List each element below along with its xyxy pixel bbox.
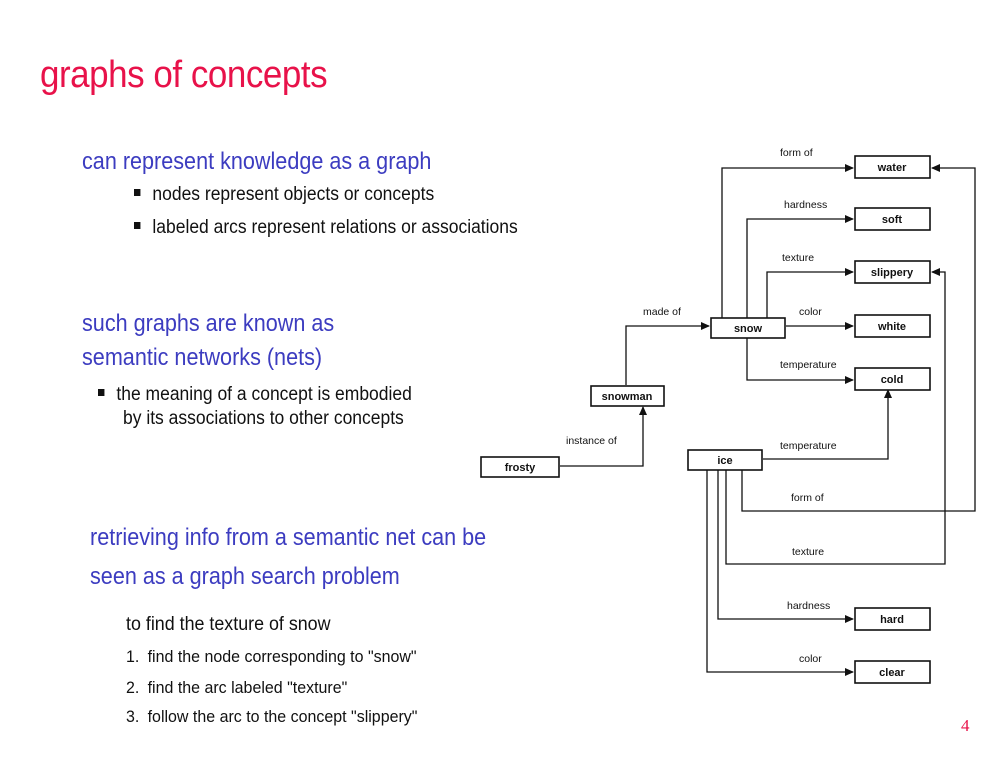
step-text: follow the arc to the concept "slippery" xyxy=(147,707,418,726)
node-snow: snow xyxy=(710,317,786,339)
node-label: snow xyxy=(734,323,763,335)
section1-heading: can represent knowledge as a graph xyxy=(82,148,432,175)
arc-ice-formof-water xyxy=(741,164,976,512)
node-label: hard xyxy=(880,614,904,626)
node-label: water xyxy=(877,162,907,174)
node-snowman: snowman xyxy=(590,385,665,407)
bullet-square-icon xyxy=(134,222,141,230)
node-hard: hard xyxy=(854,607,931,631)
step-item: 3. follow the arc to the concept "slipper… xyxy=(126,707,417,727)
arc-ice-temperature-cold xyxy=(763,389,892,460)
node-label: slippery xyxy=(871,267,914,279)
step-number: 1. xyxy=(126,647,140,666)
arc-snow-texture-slippery xyxy=(766,268,854,318)
node-label: white xyxy=(877,321,906,333)
node-soft: soft xyxy=(854,207,931,231)
arc-snow-hardness-soft xyxy=(746,215,854,318)
node-water: water xyxy=(854,155,931,179)
arc-label: form of xyxy=(791,492,824,504)
ice-arcs xyxy=(706,164,976,676)
arc-label: hardness xyxy=(784,199,827,211)
step-text: find the node corresponding to "snow" xyxy=(147,647,417,666)
step-number: 3. xyxy=(126,707,140,726)
bullet-text: the meaning of a concept is embodied xyxy=(116,384,412,405)
node-label: soft xyxy=(882,214,903,226)
arc-label: texture xyxy=(782,252,814,264)
arc-label: made of xyxy=(643,306,681,318)
arc-snow-formof-water xyxy=(721,164,854,318)
step-item: 2. find the arc labeled "texture" xyxy=(126,678,347,698)
bullet-item: labeled arcs represent relations or asso… xyxy=(134,217,518,239)
step-item: 1. find the node corresponding to "snow" xyxy=(126,647,417,667)
step-text: find the arc labeled "texture" xyxy=(147,678,348,697)
node-cold: cold xyxy=(854,367,931,391)
arc-label: hardness xyxy=(787,600,830,612)
arc-label: texture xyxy=(792,546,824,558)
page-number: 4 xyxy=(961,716,970,735)
bullet-text: labeled arcs represent relations or asso… xyxy=(152,217,518,238)
bullet-item: nodes represent objects or concepts xyxy=(134,184,434,206)
section3-heading-line1: retrieving info from a semantic net can … xyxy=(90,524,487,551)
node-label: ice xyxy=(717,455,732,467)
bullet-text-continuation: by its associations to other concepts xyxy=(123,408,404,429)
node-ice: ice xyxy=(687,449,763,471)
search-intro: to find the texture of snow xyxy=(126,614,331,635)
slide-title: graphs of concepts xyxy=(40,54,328,96)
arc-ice-hardness-hard xyxy=(717,470,854,623)
node-label: snowman xyxy=(602,391,653,403)
section2-heading-line2: semantic networks (nets) xyxy=(82,344,323,371)
bullet-square-icon xyxy=(98,389,105,397)
arc-frosty-instanceof-snowman xyxy=(560,406,647,467)
arc-label: color xyxy=(799,306,822,318)
arc-label: temperature xyxy=(780,440,837,452)
arc-label: form of xyxy=(780,147,813,159)
node-clear: clear xyxy=(854,660,931,684)
arc-label: temperature xyxy=(780,359,837,371)
node-white: white xyxy=(854,314,931,338)
arc-snow-temperature-cold xyxy=(746,336,854,384)
arc-label: instance of xyxy=(566,435,617,447)
arc-label: color xyxy=(799,653,822,665)
bullet-square-icon xyxy=(134,189,141,197)
section3-heading-line2: seen as a graph search problem xyxy=(90,563,400,590)
arc-ice-texture-slippery xyxy=(725,268,946,565)
node-slippery: slippery xyxy=(854,260,931,284)
section2-heading-line1: such graphs are known as xyxy=(82,310,335,337)
arc-ice-color-clear xyxy=(706,470,854,676)
node-frosty: frosty xyxy=(480,456,560,478)
bullet-item: the meaning of a concept is embodied xyxy=(98,383,412,406)
node-label: clear xyxy=(879,667,905,679)
arc-snowman-madeof-snow xyxy=(625,322,710,385)
bullet-text: nodes represent objects or concepts xyxy=(152,184,435,205)
step-number: 2. xyxy=(126,678,140,697)
node-label: cold xyxy=(881,374,904,386)
node-label: frosty xyxy=(505,462,536,474)
snow-arcs xyxy=(721,164,854,384)
